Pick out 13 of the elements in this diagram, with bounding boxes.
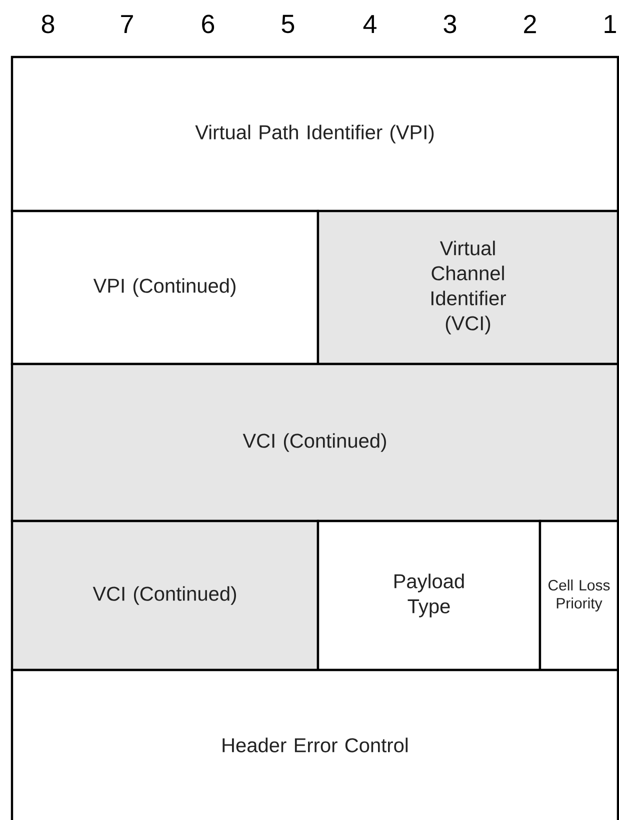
field-box: Virtual Path Identifier (VPI) (10, 56, 619, 212)
bit-number: 4 (363, 15, 376, 33)
field-box: Cell Loss Priority (538, 520, 619, 672)
bit-number: 7 (121, 15, 133, 33)
bit-number: 5 (282, 14, 294, 34)
bit-number: 3 (444, 14, 456, 34)
field-box: VPI (Continued) (10, 210, 320, 366)
bit-number: 6 (202, 14, 214, 34)
bit-number: 2 (524, 14, 536, 34)
bit-number: 8 (42, 14, 54, 34)
field-box: VCI (Continued) (10, 520, 320, 672)
field-box: Virtual Channel Identifier (VCI) (316, 210, 619, 366)
bit-number: 1 (604, 15, 616, 33)
